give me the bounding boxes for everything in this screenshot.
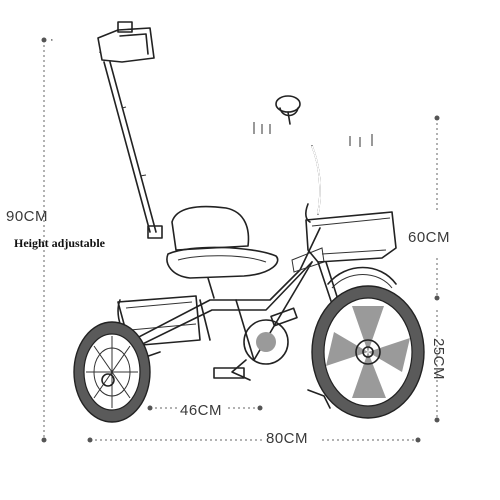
- push-handle: [51, 21, 163, 239]
- dim-dot: [41, 37, 47, 43]
- dim-dot: [434, 417, 440, 423]
- height-total-label: 90CM: [6, 208, 49, 225]
- dim-dot: [257, 405, 263, 411]
- rear-wheel: [73, 321, 151, 423]
- dim-dot: [147, 405, 153, 411]
- dimension-lines: [41, 37, 440, 443]
- dim-dot: [415, 437, 421, 443]
- dim-dot: [41, 437, 47, 443]
- front-wheel: [311, 285, 425, 419]
- height-adjustable-note: Height adjustable: [14, 236, 106, 250]
- front-wheel-height-label: 25CM: [430, 338, 447, 381]
- dim-dot: [434, 115, 440, 121]
- dim-dot: [87, 437, 93, 443]
- dim-dot: [434, 295, 440, 301]
- frame: [107, 227, 325, 381]
- front-assembly: [253, 95, 397, 409]
- handlebar-height-label: 60CM: [408, 229, 451, 246]
- seat: [166, 205, 279, 299]
- total-length-label: 80CM: [266, 430, 309, 447]
- rear-wheel-span-label: 46CM: [180, 402, 223, 419]
